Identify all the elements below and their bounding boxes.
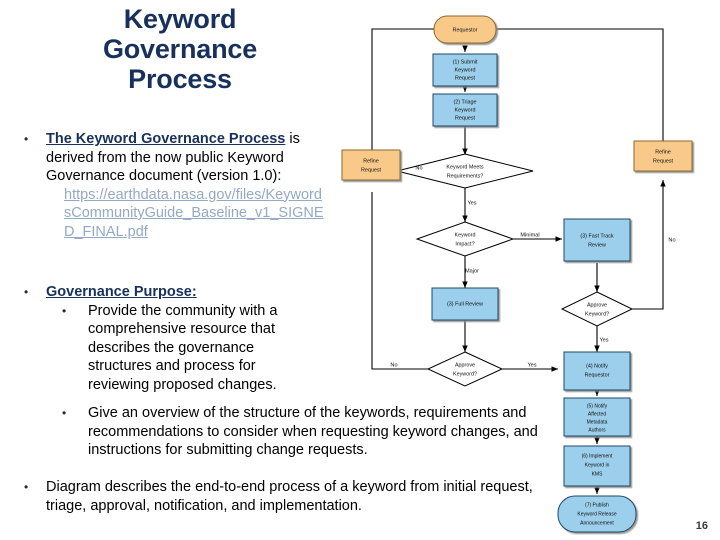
node-publish-keyword-release[interactable]: (7) Publish Keyword Release Announcement — [557, 495, 637, 533]
node-refine-right-line-1: Refine — [655, 149, 671, 155]
node-publish-line-2: Keyword Release — [577, 511, 616, 517]
decision-approve-keyword-left[interactable]: Approve Keyword? — [426, 351, 504, 387]
node-notify-requestor-line-2: Requestor — [585, 372, 610, 378]
edge-label-yes-meets: Yes — [467, 200, 476, 206]
decision-approve-keyword-right[interactable]: Approve Keyword? — [560, 291, 634, 327]
node-requestor[interactable]: Requestor — [433, 15, 497, 44]
node-refine-right-line-2: Request — [653, 158, 674, 164]
edge-label-no-meets: No — [415, 165, 422, 171]
node-fast-track-review[interactable]: (3) Fast Track Review — [563, 218, 631, 262]
node-refine-request-right[interactable]: Refine Request — [633, 140, 693, 172]
bullet-item-purpose-sub1: • Provide the community with a comprehen… — [62, 302, 308, 395]
governance-document-link[interactable]: https://earthdata.nasa.gov/files/Keyword… — [64, 186, 324, 240]
edge-label-no-left: No — [390, 362, 397, 368]
bullet-block-diagram-desc: • Diagram describes the end-to-end proce… — [8, 478, 553, 515]
bullet-marker: • — [24, 480, 29, 494]
node-notify-affected-metadata-authors[interactable]: (5) Notify Affected Metadata Authors — [563, 397, 631, 437]
page-number: 16 — [695, 520, 708, 532]
bullet-marker: • — [24, 132, 29, 146]
bullet-text-source: The Keyword Governance Process is derive… — [46, 130, 328, 241]
decision-approve-left-line-1: Approve — [455, 362, 475, 368]
bullet-item-purpose-sub2: • Give an overview of the structure of t… — [62, 404, 568, 460]
edge-label-yes-left: Yes — [527, 362, 536, 368]
node-submit-line-3: Request — [455, 75, 476, 81]
bullet-item-purpose: • Governance Purpose: — [24, 283, 308, 302]
decision-impact-line-1: Keyword — [455, 232, 476, 238]
decision-meets-line-1: Keyword Meets — [446, 164, 483, 170]
emphasis-governance-purpose: Governance Purpose: — [46, 284, 197, 300]
bullet-text-diagram-desc: Diagram describes the end-to-end process… — [46, 479, 533, 514]
edge-label-no-right: No — [668, 237, 675, 243]
title-line-2: Governance — [102, 34, 258, 65]
node-requestor-label: Requestor — [453, 27, 478, 33]
node-triage-line-1: (2) Triage — [453, 99, 476, 105]
emphasis-keyword-governance-process: The Keyword Governance Process — [46, 131, 286, 147]
bullet-block-source: • The Keyword Governance Process is deri… — [8, 130, 328, 241]
title-line-3: Process — [128, 64, 232, 95]
node-fast-track-line-1: (3) Fast Track — [580, 233, 614, 239]
node-submit-line-2: Keyword — [455, 67, 476, 73]
node-publish-line-1: (7) Publish — [585, 502, 609, 508]
node-notify-authors-line-3: Metadata — [587, 419, 608, 425]
node-fast-track-line-2: Review — [588, 242, 606, 248]
decision-approve-left-line-2: Keyword? — [453, 371, 477, 377]
bullet-text-purpose-sub2: Give an overview of the structure of the… — [88, 405, 538, 458]
node-implement-line-2: Keyword in — [585, 462, 610, 468]
node-full-review[interactable]: (3) Full Review — [431, 287, 499, 321]
bullet-item-diagram-desc: • Diagram describes the end-to-end proce… — [24, 478, 553, 515]
node-notify-authors-line-4: Authors — [588, 427, 606, 433]
node-full-review-label: (3) Full Review — [447, 301, 483, 307]
decision-keyword-impact[interactable]: Keyword Impact? — [415, 221, 515, 257]
node-refine-left-line-2: Request — [361, 167, 382, 173]
bullet-block-purpose-sub2: • Give an overview of the structure of t… — [8, 404, 568, 460]
node-notify-requestor-line-1: (4) Notify — [586, 363, 608, 369]
node-notify-authors-line-2: Affected — [588, 411, 606, 417]
decision-impact-line-2: Impact? — [455, 241, 474, 247]
page-title: Keyword Governance Process — [30, 4, 330, 95]
bullet-source-rest: is derived from the now public Keyword G… — [46, 131, 300, 184]
edge-label-yes-right: Yes — [599, 337, 608, 343]
bullet-marker: • — [24, 285, 29, 299]
edge-label-minimal: Minimal — [520, 232, 539, 238]
decision-approve-right-line-1: Approve — [587, 302, 607, 308]
node-notify-authors-line-1: (5) Notify — [587, 403, 608, 409]
bullet-text-purpose-sub1: Provide the community with a comprehensi… — [88, 302, 278, 393]
bullet-marker: • — [62, 303, 67, 318]
node-triage-keyword-request[interactable]: (2) Triage Keyword Request — [432, 93, 498, 127]
node-submit-keyword-request[interactable]: (1) Submit Keyword Request — [432, 53, 498, 87]
bullet-block-purpose: • Governance Purpose: • Provide the comm… — [8, 283, 308, 394]
decision-keyword-meets-requirements[interactable]: Keyword Meets Requirements? — [396, 153, 534, 189]
node-publish-line-3: Announcement — [580, 520, 614, 526]
node-refine-left-line-1: Refine — [363, 158, 379, 164]
decision-approve-right-line-2: Keyword? — [585, 311, 609, 317]
node-triage-line-2: Keyword — [455, 107, 476, 113]
decision-meets-line-2: Requirements? — [447, 173, 484, 179]
node-implement-keyword-kms[interactable]: (6) Implement Keyword in KMS — [563, 445, 631, 487]
node-triage-line-3: Request — [455, 115, 476, 121]
bullet-marker: • — [62, 406, 67, 420]
node-implement-line-3: KMS — [592, 471, 604, 477]
title-line-1: Keyword — [123, 4, 237, 34]
keyword-governance-flowchart: Requestor (1) Submit Keyword Request (2)… — [336, 0, 720, 540]
bullet-item-source: • The Keyword Governance Process is deri… — [24, 130, 328, 241]
node-implement-line-1: (6) Implement — [582, 453, 613, 459]
bullet-text-purpose: Governance Purpose: — [46, 283, 308, 302]
node-submit-line-1: (1) Submit — [453, 59, 478, 65]
node-notify-requestor[interactable]: (4) Notify Requestor — [563, 351, 631, 391]
node-refine-request-left[interactable]: Refine Request — [341, 149, 401, 181]
edge-label-major: Major — [465, 268, 479, 274]
